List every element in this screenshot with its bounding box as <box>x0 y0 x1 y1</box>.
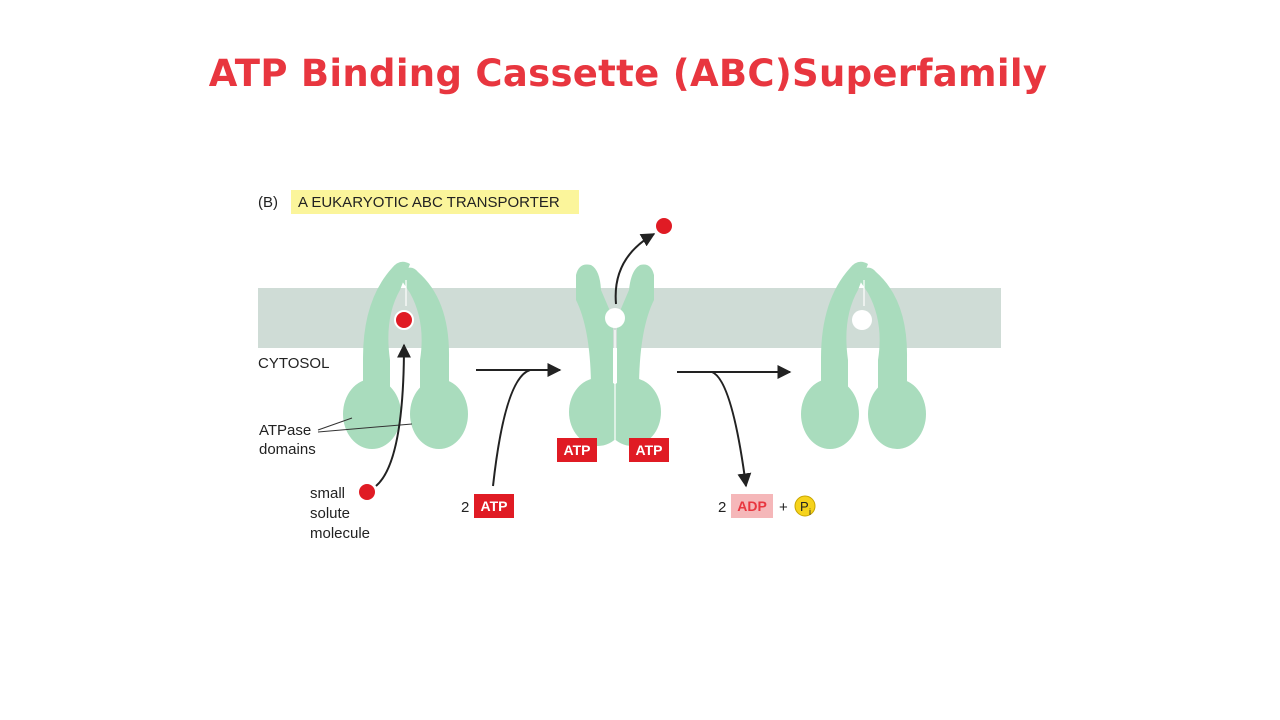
transmembrane-half-right <box>398 267 450 392</box>
slide-title: ATP Binding Cassette (ABC)Superfamily <box>208 52 1048 95</box>
adp-output-arrow <box>711 371 752 488</box>
transporter-outward-open <box>569 264 661 446</box>
atpase-domain-right <box>410 379 468 449</box>
empty-binding-site <box>852 310 872 330</box>
panel-label: (B) <box>258 194 278 211</box>
solute-entry-arrow <box>375 343 411 487</box>
atpase-domain-left <box>343 379 401 449</box>
bound-atp-box-left <box>557 438 597 462</box>
transporter-reset <box>801 261 926 449</box>
atpase-domain-left <box>801 379 859 449</box>
phosphate-label: P <box>800 499 809 514</box>
transmembrane-half-left <box>363 261 410 392</box>
solute-label-line2: solute <box>310 505 350 522</box>
empty-binding-site <box>605 308 625 328</box>
transmembrane-half-left <box>576 264 613 440</box>
transmembrane-half-right <box>856 267 908 392</box>
atp-input-box <box>474 494 514 518</box>
bound-atp-label-left: ATP <box>564 442 591 458</box>
solute-label-line3: molecule <box>310 525 370 542</box>
solute-release-arrow <box>614 233 656 305</box>
atpase-domain-right <box>868 379 926 449</box>
bound-atp-label-right: ATP <box>636 442 663 458</box>
cytosol-label: CYTOSOL <box>258 355 329 372</box>
phosphate-circle <box>794 495 816 517</box>
atpase-pointer-right <box>317 423 413 433</box>
atpase-label-line1: ATPase <box>259 422 311 439</box>
atp-input-count: 2 <box>461 499 469 516</box>
plus-sign: + <box>779 499 788 516</box>
adp-output-count: 2 <box>718 499 726 516</box>
transporter-inward-open <box>343 261 468 449</box>
transmembrane-half-right <box>617 264 654 440</box>
atpase-pointer-left <box>317 417 353 431</box>
panel-title-highlight <box>291 190 579 214</box>
transmembrane-half-left <box>821 261 868 392</box>
phosphate-subscript: i <box>809 507 811 517</box>
bound-solute <box>394 310 414 330</box>
solute-label-line1: small <box>310 485 345 502</box>
atpase-label-line2: domains <box>259 441 316 458</box>
bound-atp-box-right <box>629 438 669 462</box>
atp-input-arrow <box>492 369 531 487</box>
adp-output-box <box>731 494 773 518</box>
panel-title: A EUKARYOTIC ABC TRANSPORTER <box>298 194 560 211</box>
released-solute <box>656 218 672 234</box>
atp-input-label: ATP <box>481 498 508 514</box>
adp-output-label: ADP <box>737 498 767 514</box>
solute-molecule <box>359 484 375 500</box>
